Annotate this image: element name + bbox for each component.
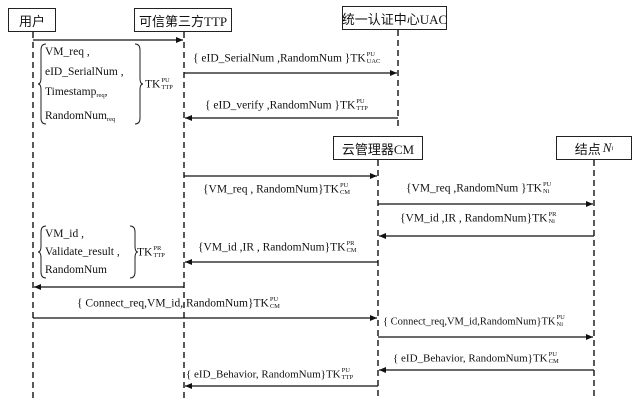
payload-item: eID_SerialNum , [45,66,124,78]
payload-item: VM_req , [45,46,90,58]
actor-user: 用户 [8,8,56,32]
actor-node-suffix-sub: i [611,144,614,152]
actor-user-label: 用户 [18,13,45,29]
request-payload-group: VM_req , eID_SerialNum , Timestampreq, R… [37,42,147,126]
actor-ttp-label: 可信第三方TTP [138,13,228,29]
payload-item: Validate_result , [45,246,120,258]
actor-node-suffix: N [602,140,612,155]
right-brace-icon [129,225,139,279]
actor-uac-label: 统一认证中心UAC [341,11,448,27]
actor-ttp: 可信第三方TTP [134,8,232,32]
payload-item: RandomNum [45,264,107,276]
payload-item: VM_id , [45,228,84,240]
actor-uac: 统一认证中心UAC [342,6,447,30]
payload-item: Timestampreq, [45,86,108,99]
result-payload-group: VM_id , Validate_result , RandomNum [37,224,139,280]
right-brace-icon [134,43,144,125]
left-brace-icon [37,225,47,279]
actor-cm-label: 云管理器CM [341,141,415,157]
left-brace-icon [37,43,47,125]
actor-node-label: 结点 [574,141,601,157]
payload-item: RandomNumreq [45,110,116,123]
actor-cm: 云管理器CM [333,136,423,160]
